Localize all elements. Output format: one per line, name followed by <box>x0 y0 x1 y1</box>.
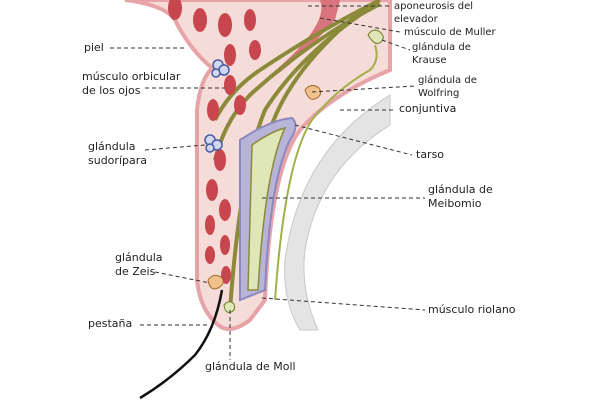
label-aponeurosis: aponeurosis del elevador <box>394 0 473 26</box>
eyelash <box>139 289 224 400</box>
label-tarso: tarso <box>416 148 445 161</box>
label-sudoripara-line2: sudorípara <box>88 154 147 167</box>
label-muller: músculo de Muller <box>404 27 496 38</box>
label-pestana: pestaña <box>88 317 133 330</box>
label-zeis-line1: glándula <box>115 251 163 264</box>
label-krause-line1: glándula de <box>412 42 471 53</box>
muller-muscle <box>262 0 340 85</box>
label-orbicular-line2: de los ojos <box>82 84 141 97</box>
label-conjuntiva: conjuntiva <box>399 102 457 115</box>
meibomian-gland <box>247 126 287 291</box>
label-sudoripara-line1: glándula <box>88 140 136 153</box>
label-aponeurosis-line2: elevador <box>394 14 438 25</box>
label-piel: piel <box>84 41 104 54</box>
label-wolfring: glándula de Wolfring <box>418 74 477 100</box>
label-meibomio-line2: Meibomio <box>428 197 482 210</box>
label-krause-line2: Krause <box>412 55 447 66</box>
krause-gland <box>367 29 384 44</box>
aponeurosis <box>213 0 381 311</box>
zeis-gland <box>207 274 224 290</box>
label-meibomio-line1: glándula de <box>428 183 493 196</box>
label-riolano: músculo riolano <box>428 303 516 316</box>
label-krause: glándula de Krause <box>412 41 471 67</box>
label-zeis-line2: de Zeis <box>115 265 156 278</box>
label-orbicular-line1: músculo orbicular <box>82 70 181 83</box>
orbicularis-muscle <box>168 0 261 284</box>
label-aponeurosis-line1: aponeurosis del <box>394 1 474 12</box>
globe-sclera <box>284 94 391 331</box>
leader-lines <box>110 5 426 360</box>
conjunctiva <box>274 44 378 301</box>
label-wolfring-line2: Wolfring <box>418 88 460 99</box>
moll-gland <box>223 301 236 313</box>
label-wolfring-line1: glándula de <box>418 75 477 86</box>
label-moll: glándula de Moll <box>205 360 296 373</box>
sweat-glands <box>204 59 230 153</box>
